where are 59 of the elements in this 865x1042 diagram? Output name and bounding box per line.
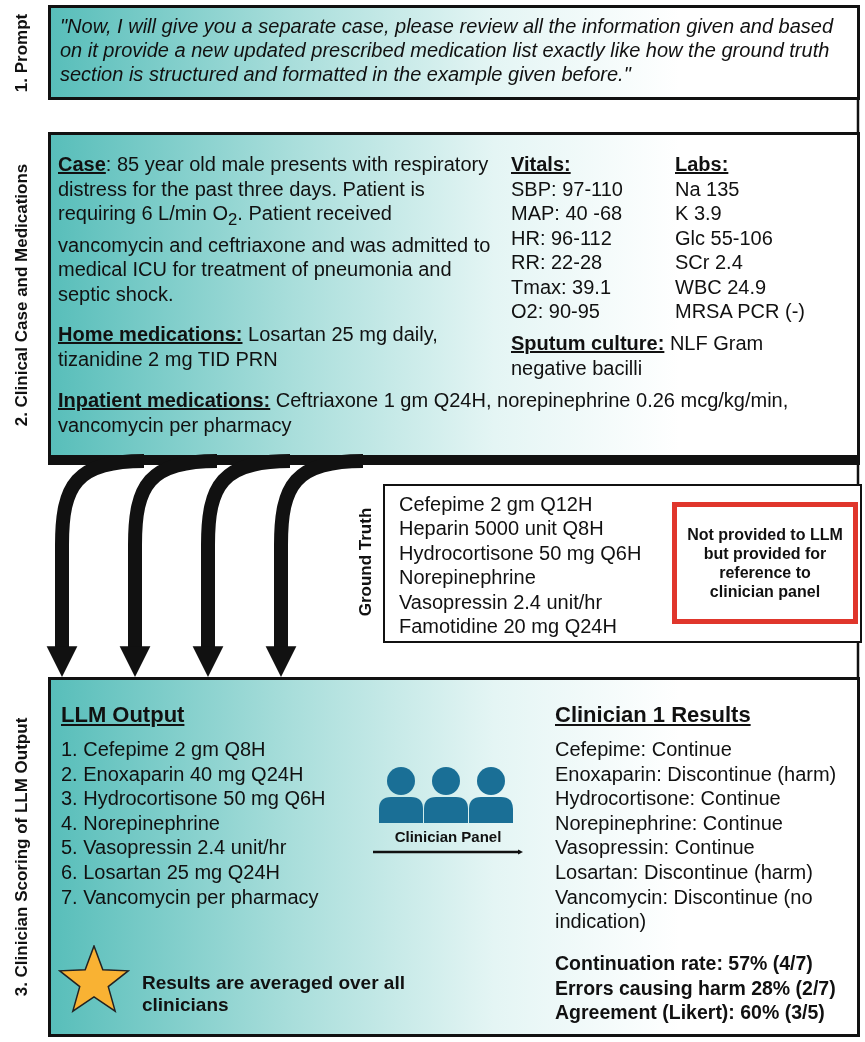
vital-sign: RR: 22-28 (511, 250, 604, 275)
result-item: Norepinephrine: Continue (555, 810, 784, 836)
medication-item: Hydrocortisone 50 mg Q6H (399, 540, 643, 566)
lab-value: Na 135 (675, 176, 741, 201)
section-label: 1. Prompt (12, 13, 32, 93)
medication-item: Vasopressin 2.4 unit/hr (399, 589, 604, 615)
medication-item: 7. Vancomycin per pharmacy (61, 884, 320, 910)
summary-metric: Continuation rate: 57% (4/7) (555, 951, 814, 976)
result-item: Vancomycin: Discontinue (no indication) (555, 884, 814, 934)
list-heading: LLM Output (61, 702, 186, 728)
vital-sign: Tmax: 39.1 (511, 274, 613, 299)
result-item: Cefepime: Continue (555, 737, 733, 762)
connector-line (856, 465, 860, 484)
summary-metric: Errors causing harm 28% (2/7) (555, 975, 837, 1001)
medication-item: Famotidine 20 mg Q24H (399, 614, 618, 639)
lab-value: WBC 24.9 (675, 274, 768, 299)
medication-item: 1. Cefepime 2 gm Q8H (61, 737, 267, 762)
column-heading: Vitals: (511, 152, 572, 177)
result-item: Losartan: Discontinue (harm) (555, 860, 814, 885)
culture-result: Sputum culture: NLF Gram negative bacilli (511, 331, 765, 380)
vital-sign: O2: 90-95 (511, 299, 601, 324)
edge-label: Clinician Panel (394, 828, 502, 846)
summary-metric: Agreement (Likert): 60% (3/5) (555, 1000, 826, 1025)
prompt-quote: "Now, I will give you a separate case, please review all the information given and based on it provide a new updated prescribed medication list exactly like how the ground truth section is structured and formatted in the example given before." (60, 14, 835, 86)
medication-item: 2. Enoxaparin 40 mg Q24H (61, 761, 305, 787)
result-item: Hydrocortisone: Continue (555, 786, 782, 811)
vital-sign: MAP: 40 -68 (511, 201, 624, 226)
connector-line (856, 100, 860, 132)
column-heading: Labs: (675, 152, 730, 177)
vital-sign: HR: 96-112 (511, 225, 613, 250)
medication-item: 3. Hydrocortisone 50 mg Q6H (61, 786, 327, 811)
home-medications: Home medications: Losartan 25 mg daily, tizanidine 2 mg TID PRN (58, 322, 439, 371)
medication-item: Norepinephrine (399, 565, 537, 590)
inpatient-medications: Inpatient medications: Ceftriaxone 1 gm Q24H, norepinephrine 0.26 mcg/kg/min, vancomycin per pharmacy (58, 388, 790, 437)
section-label: 3. Clinician Scoring of LLM Output (12, 717, 32, 997)
lab-value: MRSA PCR (-) (675, 299, 806, 324)
arrow (46, 454, 145, 677)
arrow (119, 454, 218, 677)
medication-item: Cefepime 2 gm Q12H (399, 492, 594, 517)
note-text: Results are averaged over all clinicians (142, 972, 406, 1016)
vital-sign: SBP: 97-110 (511, 176, 624, 201)
medication-item: 4. Norepinephrine (61, 810, 221, 836)
list-heading: Clinician 1 Results (555, 702, 752, 728)
arrow (192, 454, 291, 677)
arrow (373, 849, 523, 855)
note-box (672, 502, 858, 624)
lab-value: K 3.9 (675, 201, 723, 226)
result-item: Enoxaparin: Discontinue (harm) (555, 761, 838, 787)
section-label: Ground Truth (356, 507, 376, 617)
medication-item: 5. Vasopressin 2.4 unit/hr (61, 835, 288, 860)
connector-line (856, 643, 860, 677)
case-description: Case: 85 year old male presents with respiratory distress for the past three days. Patient is requiring 6 L/min O$_{2}$. Patient received vancomycin and ceftriaxone and was admitted to medical ICU for treatment of pneumonia and septic shock. (58, 152, 492, 306)
medication-item: Heparin 5000 unit Q8H (399, 516, 605, 541)
lab-value: Glc 55-106 (675, 225, 774, 250)
note-text: Not provided to LLM but provided for reference to clinician panel (686, 525, 844, 601)
lab-value: SCr 2.4 (675, 250, 744, 275)
result-item: Vasopressin: Continue (555, 835, 756, 860)
section-label: 2. Clinical Case and Medications (12, 163, 32, 427)
medication-item: 6. Losartan 25 mg Q24H (61, 860, 281, 885)
